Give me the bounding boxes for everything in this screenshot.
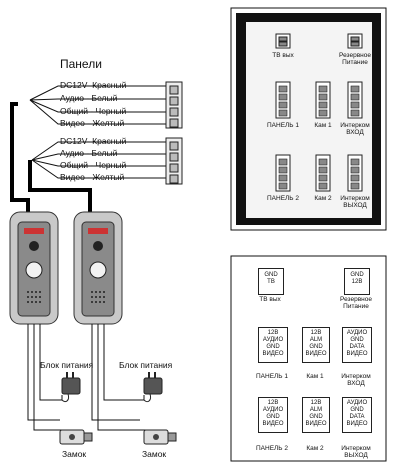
intercom-out-caption: Интерком ВЫХОД (340, 195, 370, 209)
wire-label: DC12V- Красный (60, 80, 127, 90)
intercom-in-caption: Интерком ВХОД (340, 122, 370, 136)
tv-out-pin-caption: ТВ вых (259, 296, 281, 303)
connector-plug-1 (165, 81, 183, 129)
panel1-caption: ПАНЕЛЬ 1 (267, 122, 299, 129)
wire-label: Видео - Желтый (60, 172, 125, 182)
cam1-pin-caption: Кам 1 (306, 373, 324, 380)
wire-label: Общий - Черный (60, 106, 127, 116)
door-panel-1 (9, 211, 59, 325)
power-supply-2 (143, 372, 163, 403)
wire-label: Видео - Желтый (60, 118, 125, 128)
power-supply-label-1: Блок питания (40, 360, 94, 370)
intercom-out-pin-caption: Интерком ВЫХОД (341, 445, 371, 459)
panel2-pin-caption: ПАНЕЛЬ 2 (256, 445, 288, 452)
power-supply-1 (61, 372, 81, 403)
intercom-in-pin-caption: Интерком ВХОД (341, 373, 371, 387)
cam2-pin-caption: Кам 2 (306, 445, 324, 452)
reserve-power-pin-caption: Резервное Питание (340, 296, 372, 310)
lock-2 (143, 429, 177, 445)
connector-plug-2 (165, 137, 183, 185)
wire-label: Аудио - Белый (60, 148, 118, 158)
lock-label-2: Замок (142, 449, 167, 459)
wire-label: Общий - Черный (60, 160, 127, 170)
reserve-power-caption: Резервное Питание (339, 52, 371, 66)
wire-label: Аудио - Белый (60, 93, 118, 103)
power-supply-label-2: Блок питания (119, 360, 173, 370)
panels-title: Панели (60, 57, 102, 71)
tv-out-caption: ТВ вых (272, 52, 294, 59)
panel1-pin-caption: ПАНЕЛЬ 1 (256, 373, 288, 380)
lock-label-1: Замок (62, 449, 87, 459)
wire-label: DC12V- Красный (60, 136, 127, 146)
cam1-caption: Кам 1 (314, 122, 332, 129)
panel2-caption: ПАНЕЛЬ 2 (267, 195, 299, 202)
lock-1 (59, 429, 93, 445)
cam2-caption: Кам 2 (314, 195, 332, 202)
door-panel-2 (73, 211, 123, 325)
